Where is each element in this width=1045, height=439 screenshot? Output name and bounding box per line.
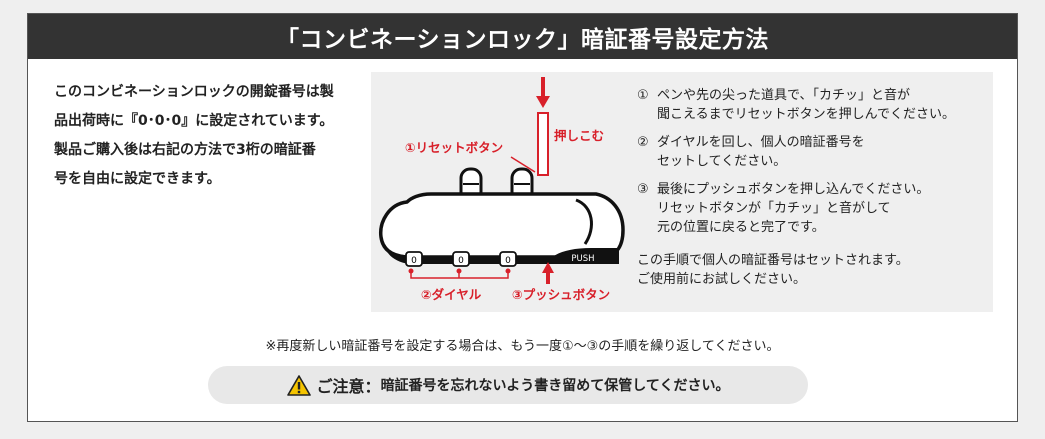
- page-title: 「コンビネーションロック」暗証番号設定方法: [28, 14, 1017, 59]
- lock-body-curve: [575, 198, 593, 245]
- step-3: ③ 最後にプッシュボタンを押し込んでください。 リセットボタンが「カチッ」と音が…: [637, 180, 993, 237]
- intro-line: 製品ご購入後は右記の方法で3桁の暗証番: [54, 142, 316, 158]
- instruction-frame: 「コンビネーションロック」暗証番号設定方法 このコンビネーションロックの開錠番号…: [27, 13, 1018, 422]
- push-arrow-head: [542, 262, 554, 273]
- steps-list: ① ペンや先の尖った道具で、「カチッ」と音が 聞こえるまでリセットボタンを押しん…: [637, 86, 993, 289]
- repeat-note: ※再度新しい暗証番号を設定する場合は、もう一度①〜③の手順を繰り返してください。: [265, 339, 780, 354]
- caution-heading: ご注意：: [316, 377, 381, 396]
- dial-1-digit: 0: [411, 256, 417, 266]
- warning-icon: [286, 374, 311, 396]
- dial-1[interactable]: 0: [405, 251, 423, 267]
- summary-line: この手順で個人の暗証番号はセットされます。: [637, 253, 909, 268]
- dial-3-digit: 0: [505, 256, 511, 266]
- intro-line: 号を自由に設定できます。: [54, 171, 221, 187]
- caution-banner: ご注意： 暗証番号を忘れないよう書き留めて保管してください。: [208, 366, 808, 404]
- step-number: ③: [637, 182, 649, 197]
- step-line: セットしてください。: [657, 154, 787, 169]
- step-line: リセットボタンが「カチッ」と音がして: [657, 201, 891, 216]
- dial-2-digit: 0: [458, 256, 464, 266]
- lock-diagram: 押しこむ ①リセットボタン PUSH 0 0: [379, 77, 625, 302]
- step-line: 最後にプッシュボタンを押し込んでください。: [657, 182, 930, 197]
- press-arrow-head: [536, 96, 550, 108]
- step-2: ② ダイヤルを回し、個人の暗証番号を セットしてください。: [637, 133, 993, 171]
- step-line: ペンや先の尖った道具で、「カチッ」と音が: [657, 88, 910, 103]
- instruction-panel: 押しこむ ①リセットボタン PUSH 0 0: [371, 72, 993, 312]
- step-line: ダイヤルを回し、個人の暗証番号を: [657, 135, 865, 150]
- lock-body: [379, 192, 625, 259]
- intro-line: 品出荷時に『0･0･0』に設定されています。: [54, 113, 334, 129]
- dial-2[interactable]: 0: [452, 251, 470, 267]
- dial-label: ②ダイヤル: [421, 287, 482, 302]
- step-1: ① ペンや先の尖った道具で、「カチッ」と音が 聞こえるまでリセットボタンを押しん…: [637, 86, 993, 124]
- caution-text: 暗証番号を忘れないよう書き留めて保管してください。: [380, 378, 730, 394]
- dial-3[interactable]: 0: [499, 251, 517, 267]
- push-button-text: PUSH: [571, 254, 594, 264]
- step-number: ②: [637, 135, 649, 150]
- push-label: ③プッシュボタン: [512, 287, 610, 302]
- push-button-housing: [547, 248, 619, 264]
- summary-line: ご使用前にお試しください。: [637, 272, 807, 287]
- reset-label: ①リセットボタン: [405, 140, 503, 155]
- reset-pin: [537, 112, 549, 176]
- intro-line: このコンビネーションロックの開錠番号は製: [54, 84, 334, 100]
- intro-text: このコンビネーションロックの開錠番号は製 品出荷時に『0･0･0』に設定されてい…: [54, 78, 364, 194]
- reset-leader-line: [510, 156, 536, 173]
- summary-text: この手順で個人の暗証番号はセットされます。 ご使用前にお試しください。: [637, 251, 993, 289]
- press-label: 押しこむ: [554, 128, 604, 143]
- step-number: ①: [637, 88, 649, 103]
- step-line: 元の位置に戻ると完了です。: [657, 220, 825, 235]
- step-line: 聞こえるまでリセットボタンを押しんでください。: [657, 107, 955, 122]
